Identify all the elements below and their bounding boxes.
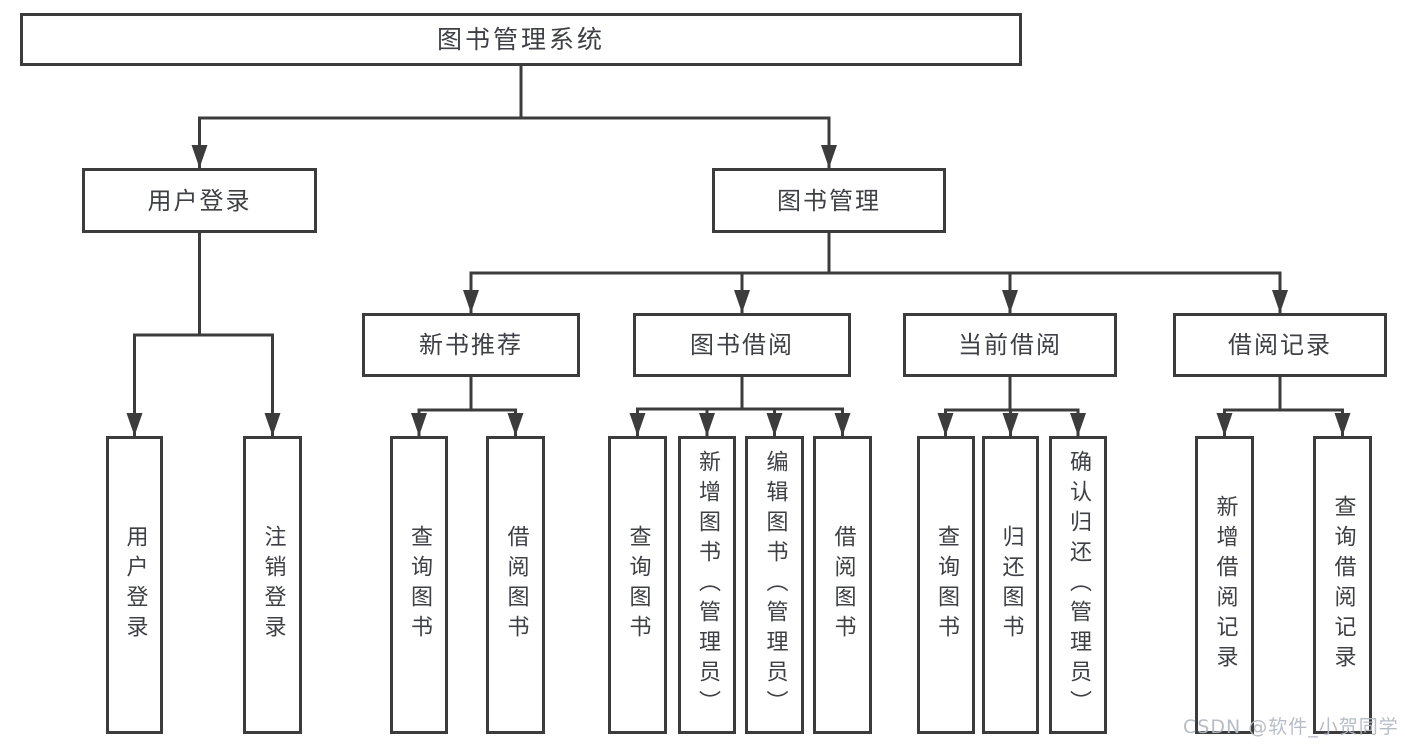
leaf-borrow-books-recommendation: 借阅图书 [486, 436, 545, 734]
connector-current-trunk [944, 375, 1080, 412]
leaf-logout: 注销登录 [243, 436, 302, 734]
leaf-label: 编辑图书（管理员） [762, 450, 788, 720]
csdn-watermark: CSDN @软件_小贺同学 [1183, 716, 1399, 738]
connector-recommendation-trunk [417, 375, 517, 412]
leaf-label: 新增图书（管理员） [695, 450, 720, 720]
leaf-label: 查询图书 [625, 525, 651, 645]
leaf-label: 查询图书 [934, 525, 959, 645]
leaf-label: 归还图书 [998, 525, 1024, 645]
leaf-label: 注销登录 [260, 525, 286, 645]
leaf-user-login: 用户登录 [106, 436, 163, 734]
leaf-label: 借阅图书 [830, 525, 856, 645]
node-book-borrowing: 图书借阅 [633, 313, 851, 377]
leaf-edit-book-admin: 编辑图书（管理员） [745, 436, 804, 734]
node-label: 当前借阅 [958, 331, 1062, 359]
leaf-query-borrow-record: 查询借阅记录 [1313, 436, 1372, 734]
node-label: 图书管理 [777, 186, 881, 215]
node-user-login: 用户登录 [82, 168, 317, 233]
node-current-borrowing: 当前借阅 [903, 313, 1117, 377]
leaf-label: 查询图书 [407, 525, 432, 645]
connector-borrowing-trunk [636, 375, 844, 411]
connector-root-trunk [198, 64, 831, 120]
leaf-label: 借阅图书 [503, 525, 529, 645]
node-label: 图书借阅 [690, 331, 794, 359]
connector-records-trunk [1223, 375, 1344, 412]
leaf-return-book: 归还图书 [982, 436, 1039, 734]
connector-user-login-trunk [133, 231, 274, 337]
node-borrowing-records: 借阅记录 [1173, 313, 1387, 377]
node-new-book-recommendation: 新书推荐 [362, 313, 580, 377]
leaf-add-borrow-record: 新增借阅记录 [1195, 436, 1254, 734]
leaf-add-book-admin: 新增图书（管理员） [678, 436, 736, 734]
leaf-label: 确认归还（管理员） [1066, 450, 1091, 720]
leaf-query-books-borrowing: 查询图书 [608, 436, 667, 734]
node-label: 新书推荐 [419, 331, 523, 359]
leaf-label: 用户登录 [122, 525, 148, 645]
node-label: 借阅记录 [1228, 331, 1332, 359]
leaf-query-books-recommendation: 查询图书 [390, 436, 448, 734]
leaf-label: 新增借阅记录 [1212, 495, 1238, 675]
connector-book-management-trunk [469, 231, 1282, 275]
leaf-confirm-return-admin: 确认归还（管理员） [1049, 436, 1107, 734]
node-library-management-system: 图书管理系统 [20, 13, 1022, 66]
leaf-borrow-books-borrowing: 借阅图书 [813, 436, 872, 734]
node-label: 图书管理系统 [436, 25, 605, 54]
leaf-query-books-current: 查询图书 [917, 436, 975, 734]
leaf-label: 查询借阅记录 [1330, 495, 1356, 675]
node-label: 用户登录 [147, 186, 252, 215]
node-book-management: 图书管理 [712, 168, 946, 233]
